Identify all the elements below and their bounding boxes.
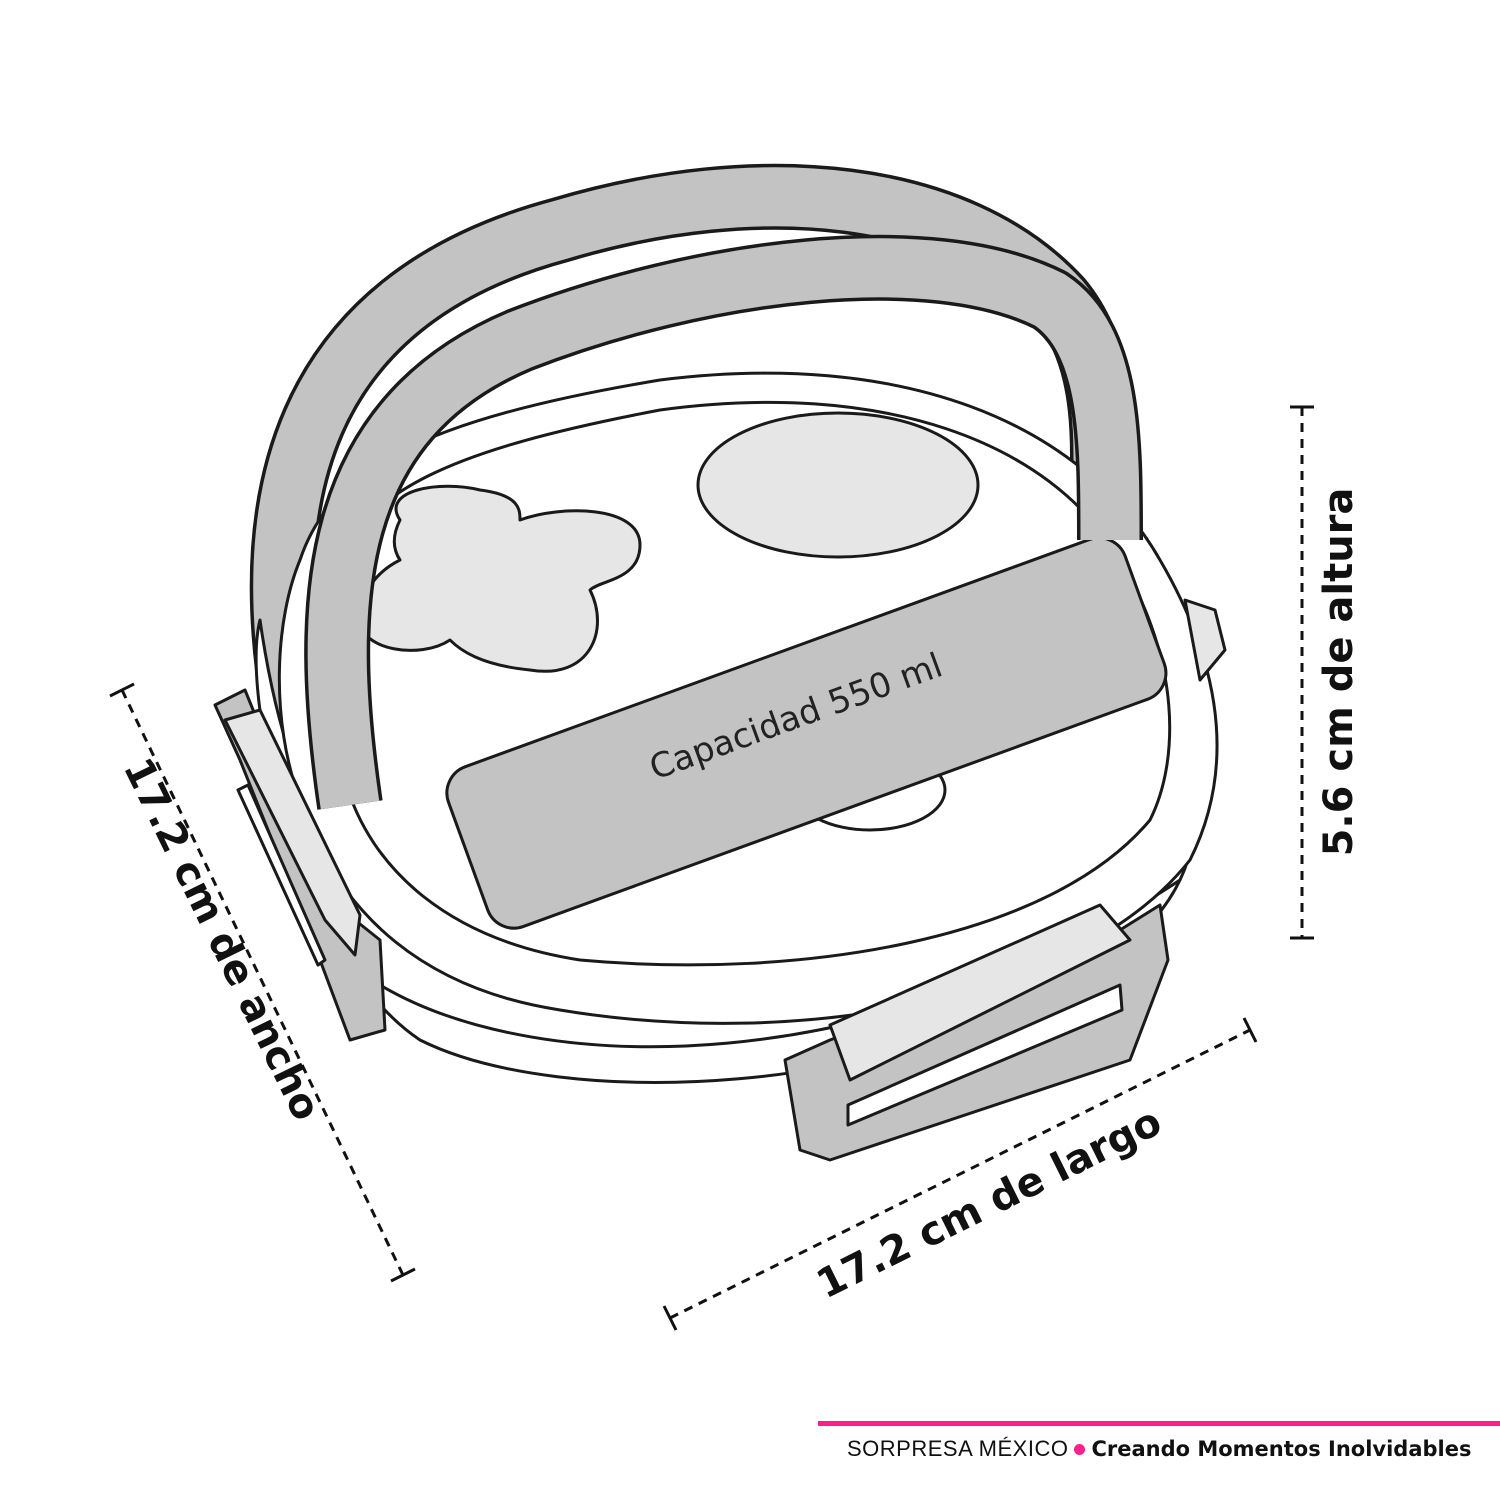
footer-slogan: Creando Momentos Inolvidables — [1091, 1437, 1472, 1461]
footer: SORPRESA MÉXICO Creando Momentos Inolvid… — [847, 1436, 1471, 1462]
footer-brand: SORPRESA MÉXICO — [847, 1436, 1069, 1461]
height-label: 5.6 cm de altura — [1316, 488, 1362, 857]
capacity-label-panel — [445, 536, 1168, 930]
oval-compartment — [696, 411, 980, 559]
left-latch — [213, 688, 387, 1042]
height-dimension-line — [1290, 405, 1314, 940]
front-handle — [304, 234, 1143, 810]
bullet-dot-icon — [1074, 1443, 1086, 1455]
right-latch — [783, 903, 1170, 1162]
length-dimension-line — [662, 1017, 1258, 1331]
footer-accent-line — [818, 1421, 1500, 1426]
width-dimension-line — [109, 682, 416, 1283]
